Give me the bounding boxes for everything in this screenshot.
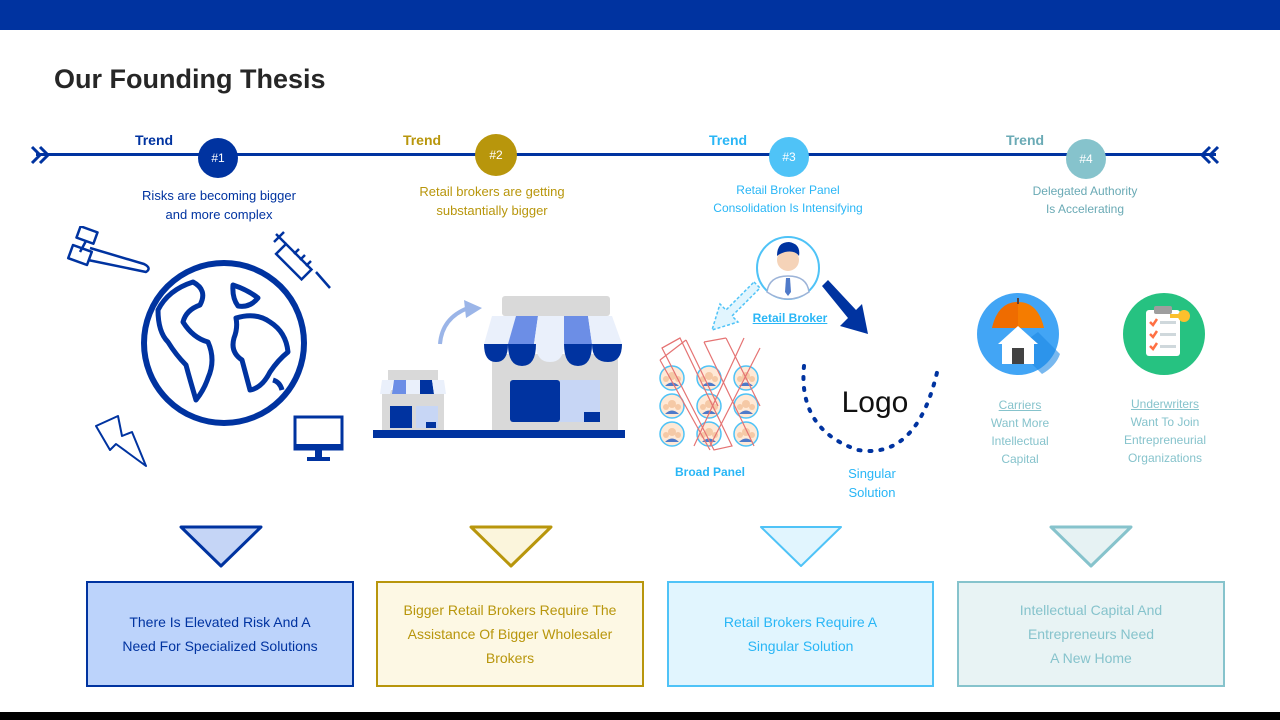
timeline-start-chevron-icon	[30, 145, 51, 165]
dotted-arc-icon	[801, 364, 940, 453]
umbrella-house-icon	[977, 293, 1060, 375]
underwriters-text: Underwriters Want To Join Entrepreneuria…	[1123, 397, 1207, 465]
gavel-icon	[66, 226, 150, 274]
trend-2-pointer-triangle	[469, 525, 553, 568]
timeline-line	[36, 153, 1216, 156]
trend-4-number-badge: #4	[1066, 139, 1106, 179]
trend-2-number-badge: #2	[475, 134, 517, 176]
trend-4-label: Trend	[1005, 132, 1045, 148]
timeline-end-chevron-icon	[1199, 145, 1220, 165]
retail-broker-label: Retail Broker	[752, 311, 828, 325]
checklist-icon	[1123, 293, 1205, 375]
growth-arrow-icon	[438, 300, 482, 345]
trend-3-pointer-triangle	[760, 526, 842, 567]
store-ground-line	[373, 430, 625, 438]
bottom-banner	[0, 712, 1280, 720]
logo-placeholder: Logo	[841, 386, 909, 419]
trend-1-number-badge: #1	[198, 138, 238, 178]
trend-3-number-badge: #3	[769, 137, 809, 177]
top-banner	[0, 0, 1280, 30]
globe-icon	[141, 260, 307, 426]
trend-3-label: Trend	[708, 132, 748, 148]
dashed-arrow-icon	[710, 280, 762, 332]
people-grid-icon	[659, 337, 761, 451]
carriers-text: Carriers Want More Intellectual Capital	[990, 398, 1050, 466]
lightning-icon	[95, 415, 147, 467]
broad-panel-label: Broad Panel	[674, 465, 746, 479]
trend-4-pointer-triangle	[1049, 525, 1133, 568]
trend-1-label: Trend	[134, 132, 174, 148]
broker-avatar-icon	[756, 236, 820, 300]
monitor-icon	[293, 415, 344, 461]
small-store-icon	[380, 370, 446, 430]
syringe-icon	[273, 231, 331, 289]
trend-2-label: Trend	[402, 132, 442, 148]
page-title: Our Founding Thesis	[54, 64, 326, 94]
large-store-icon	[484, 296, 622, 432]
trend-1-pointer-triangle	[179, 525, 263, 568]
arrow-down-right-icon	[822, 280, 868, 334]
